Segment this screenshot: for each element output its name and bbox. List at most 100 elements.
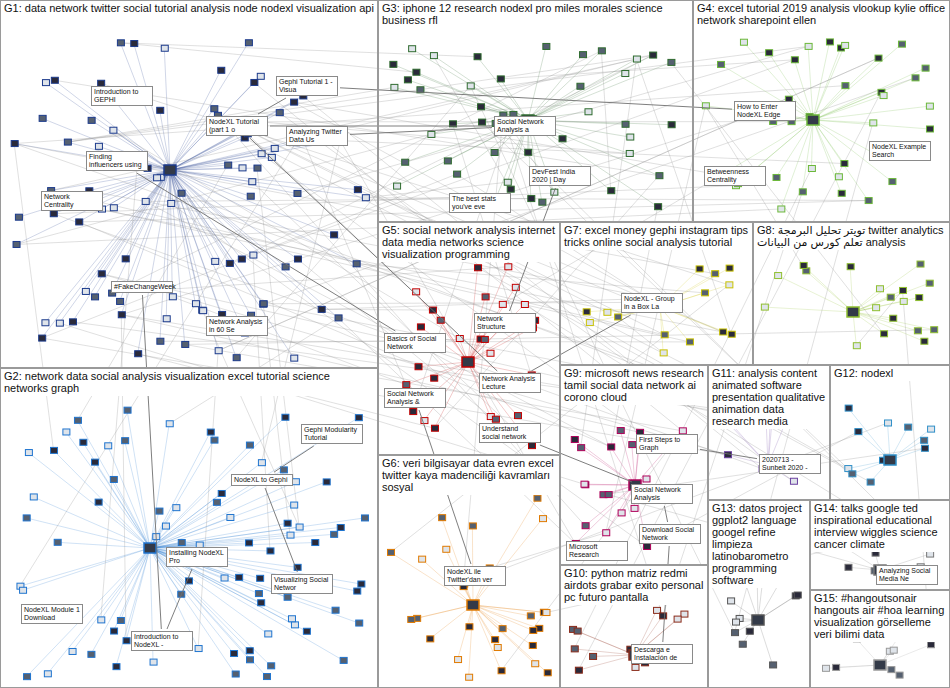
vertex-thumbnail — [603, 530, 610, 536]
vertex-thumbnail — [668, 59, 675, 65]
vertex-edge — [581, 448, 635, 485]
vertex-thumbnail — [583, 309, 590, 315]
vertex-label: Understand social network — [479, 423, 541, 443]
vertex-text: NodeXL Tutorial (part 1 o — [209, 118, 265, 134]
vertex-thumbnail — [282, 414, 289, 420]
vertex-thumbnail — [355, 415, 362, 421]
vertex-thumbnail — [917, 261, 924, 267]
vertex-thumbnail — [218, 490, 225, 496]
vertex-edge — [442, 518, 473, 605]
group-edges — [20, 410, 365, 676]
vertex-thumbnail — [245, 40, 252, 46]
vertex-connector — [258, 98, 286, 114]
vertex-edge — [880, 645, 930, 665]
vertex-thumbnail — [25, 450, 32, 456]
vertex-thumbnail — [643, 476, 650, 482]
vertex-edge — [170, 134, 247, 170]
vertex-edge — [54, 450, 150, 548]
vertex-thumbnail — [718, 61, 725, 67]
vertex-thumbnail — [323, 479, 330, 485]
vertex-thumbnail — [766, 50, 773, 56]
vertex-thumbnail — [361, 515, 368, 521]
vertex-edge — [112, 51, 602, 293]
vertex-thumbnail — [633, 56, 640, 62]
vertex-label: Download Social Network — [639, 524, 701, 544]
vertex-label: Social Network Analysis a — [494, 116, 556, 136]
vertex-thumbnail — [728, 598, 735, 604]
vertex-thumbnail — [110, 205, 117, 211]
vertex-edge — [463, 115, 503, 587]
group-vertices — [702, 39, 933, 212]
vertex-edge — [125, 170, 170, 259]
vertex-thumbnail — [529, 642, 536, 648]
vertex-thumbnail — [631, 505, 638, 511]
vertex-edge — [218, 58, 878, 351]
vertex-thumbnail — [76, 219, 83, 225]
vertex-thumbnail — [732, 630, 739, 636]
vertex-thumbnail — [162, 523, 169, 529]
vertex-thumbnail — [263, 674, 270, 680]
vertex-thumbnail — [615, 314, 622, 320]
vertex-text: Descarga e Instalación de — [634, 646, 690, 662]
hub-vertex — [462, 357, 474, 367]
vertex-edge — [473, 605, 546, 613]
vertex-thumbnail — [870, 120, 877, 126]
vertex-edge — [51, 191, 665, 335]
group-vertices — [583, 265, 735, 356]
vertex-edge — [813, 120, 838, 177]
vertex-thumbnail — [211, 106, 218, 112]
vertex-edge — [120, 43, 477, 57]
vertex-thumbnail — [770, 662, 777, 668]
vertex-edge — [778, 276, 853, 312]
vertex-thumbnail — [842, 83, 849, 89]
vertex-edge — [14, 144, 170, 170]
vertex-thumbnail — [912, 75, 919, 81]
vertex-edge — [120, 43, 416, 72]
vertex-thumbnail — [507, 186, 514, 192]
vertex-thumbnail — [218, 67, 225, 73]
vertex-connector — [274, 446, 314, 472]
vertex-thumbnail — [482, 294, 489, 300]
vertex-thumbnail — [905, 424, 912, 430]
vertex-edge — [850, 267, 853, 312]
vertex-thumbnail — [291, 355, 298, 361]
vertex-thumbnail — [356, 620, 363, 626]
vertex-edge — [95, 462, 150, 548]
vertex-thumbnail — [44, 671, 51, 677]
vertex-thumbnail — [353, 261, 360, 267]
vertex-edge — [33, 497, 150, 548]
vertex-thumbnail — [778, 206, 785, 212]
hub-vertex — [807, 115, 819, 125]
vertex-thumbnail — [110, 476, 117, 482]
vertex-thumbnail — [532, 661, 539, 667]
vertex-edge — [528, 86, 580, 120]
vertex-thumbnail — [926, 103, 933, 109]
vertex-label: Gephi Tutorial 1 - Visua — [276, 76, 338, 96]
vertex-label: The best stats you've eve — [449, 193, 511, 213]
group-vertices — [390, 43, 675, 209]
vertex-text: Network Centrality — [44, 193, 100, 209]
vertex-thumbnail — [799, 189, 806, 195]
vertex-thumbnail — [199, 307, 206, 313]
vertex-thumbnail — [95, 143, 102, 149]
vertex-thumbnail — [617, 428, 624, 434]
vertex-thumbnail — [105, 443, 112, 449]
vertex-text: NodeXL to Gephi — [234, 476, 290, 484]
vertex-thumbnail — [791, 57, 798, 63]
group-edges — [391, 498, 548, 677]
vertex-edge — [79, 222, 611, 447]
vertex-label: Social Network Analysis & — [384, 388, 446, 408]
vertex-thumbnail — [582, 523, 589, 529]
vertex-edge — [480, 330, 934, 339]
vertex-text: 2020713 - Sunbelt 2020 - — [762, 456, 818, 472]
vertex-thumbnail — [417, 324, 424, 330]
vertex-thumbnail — [900, 298, 907, 304]
vertex-thumbnail — [56, 320, 63, 326]
vertex-edge — [150, 548, 258, 594]
vertex-edge — [170, 170, 334, 235]
vertex-thumbnail — [499, 301, 506, 307]
vertex-thumbnail — [221, 575, 228, 581]
vertex-thumbnail — [775, 273, 782, 279]
vertex-edge — [101, 274, 766, 424]
vertex-thumbnail — [443, 546, 450, 552]
